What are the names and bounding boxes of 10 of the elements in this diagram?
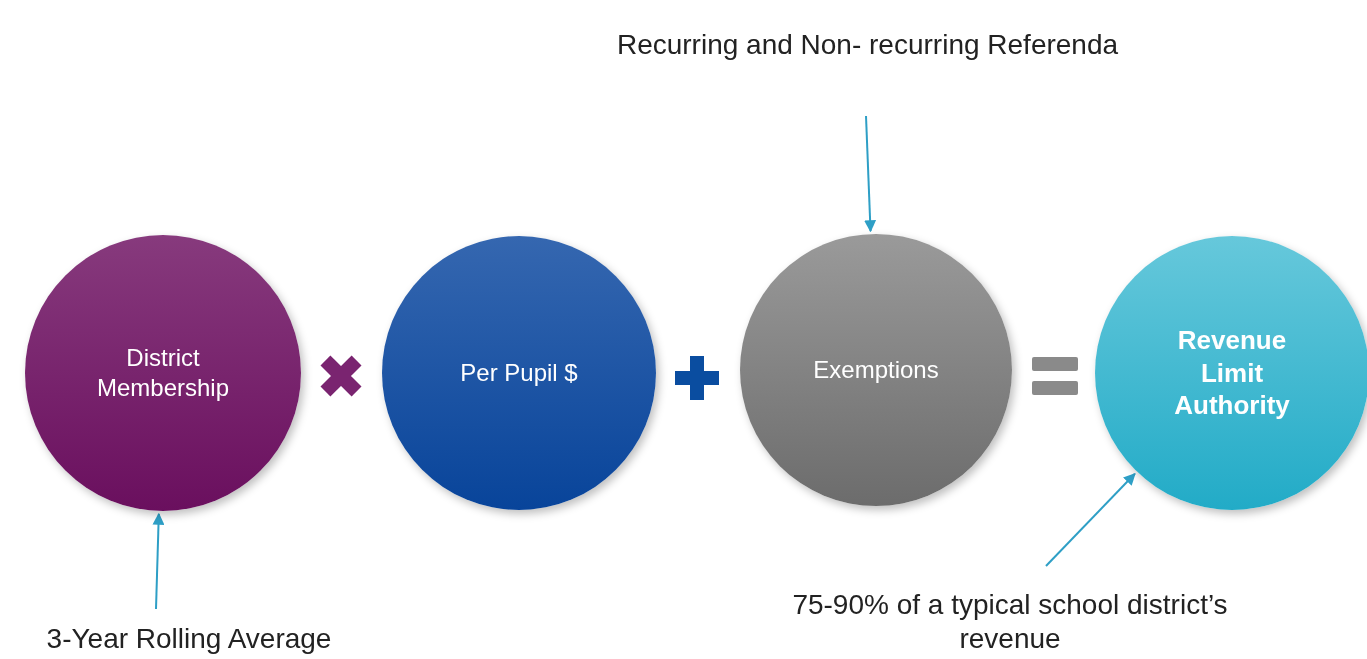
arrow xyxy=(864,115,877,233)
annotation-text: Recurring and Non- recurring Referenda xyxy=(616,28,1119,62)
arrow xyxy=(152,512,165,610)
circle-label: Exemptions xyxy=(813,355,939,385)
circle-label: Revenue Limit Authority xyxy=(1173,324,1291,422)
circle-label: District Membership xyxy=(95,343,230,403)
arrow xyxy=(1045,472,1136,567)
circle-label: Per Pupil $ xyxy=(460,358,578,388)
annotation-text: 3-Year Rolling Average xyxy=(46,622,332,656)
annotation-text: 75-90% of a typical school district’s revenue xyxy=(791,588,1229,656)
